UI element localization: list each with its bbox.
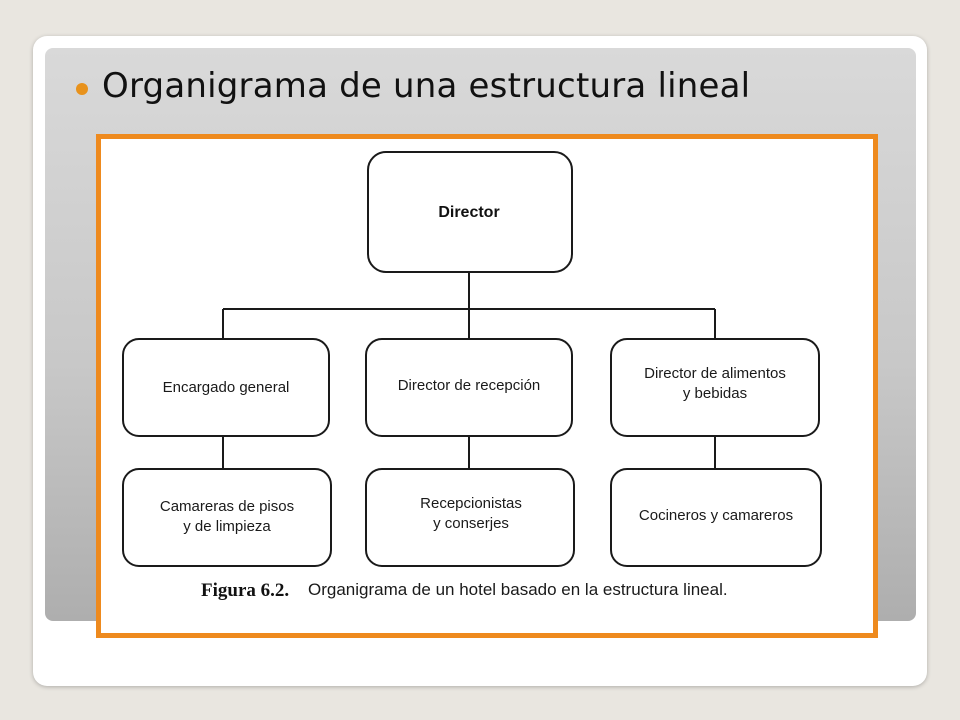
caption-label: Figura 6.2. [201,580,289,601]
figure-frame: Director Encargado general Director de r… [96,134,878,638]
caption-text: Organigrama de un hotel basado en la est… [308,580,728,599]
org-chart-connectors [222,272,716,469]
node-camareras-box [122,468,332,567]
node-director-box [367,151,573,273]
node-director-alimentos: Director de alimentos y bebidas [610,338,820,437]
node-director-alimentos-box [610,338,820,437]
node-director-recepcion-box [365,338,573,437]
node-recepcionistas: Recepcionistas y conserjes [365,468,575,567]
node-director-alimentos-label-line1: Director de alimentos [644,365,786,382]
node-camareras-label-line1: Camareras de pisos [160,498,294,515]
bullet-dot [76,83,88,95]
org-chart-figure: Director Encargado general Director de r… [122,151,822,601]
node-director: Director [367,151,573,273]
node-camareras-label-line2: y de limpieza [183,518,271,535]
node-director-recepcion: Director de recepción [365,338,573,437]
node-encargado-general-label: Encargado general [163,379,290,396]
node-camareras: Camareras de pisos y de limpieza [122,468,332,567]
node-recepcionistas-label-line1: Recepcionistas [420,495,522,512]
node-recepcionistas-label-line2: y conserjes [433,515,509,532]
node-cocineros: Cocineros y camareros [610,468,822,567]
node-director-recepcion-label: Director de recepción [398,377,541,394]
node-director-alimentos-label-line2: y bebidas [683,385,747,402]
node-encargado-general-box [122,338,330,437]
slide-title: Organigrama de una estructura lineal [102,66,751,106]
node-encargado-general: Encargado general [122,338,330,437]
node-recepcionistas-box [365,468,575,567]
node-cocineros-label: Cocineros y camareros [639,507,793,524]
node-cocineros-box [610,468,822,567]
node-director-label: Director [438,204,499,221]
